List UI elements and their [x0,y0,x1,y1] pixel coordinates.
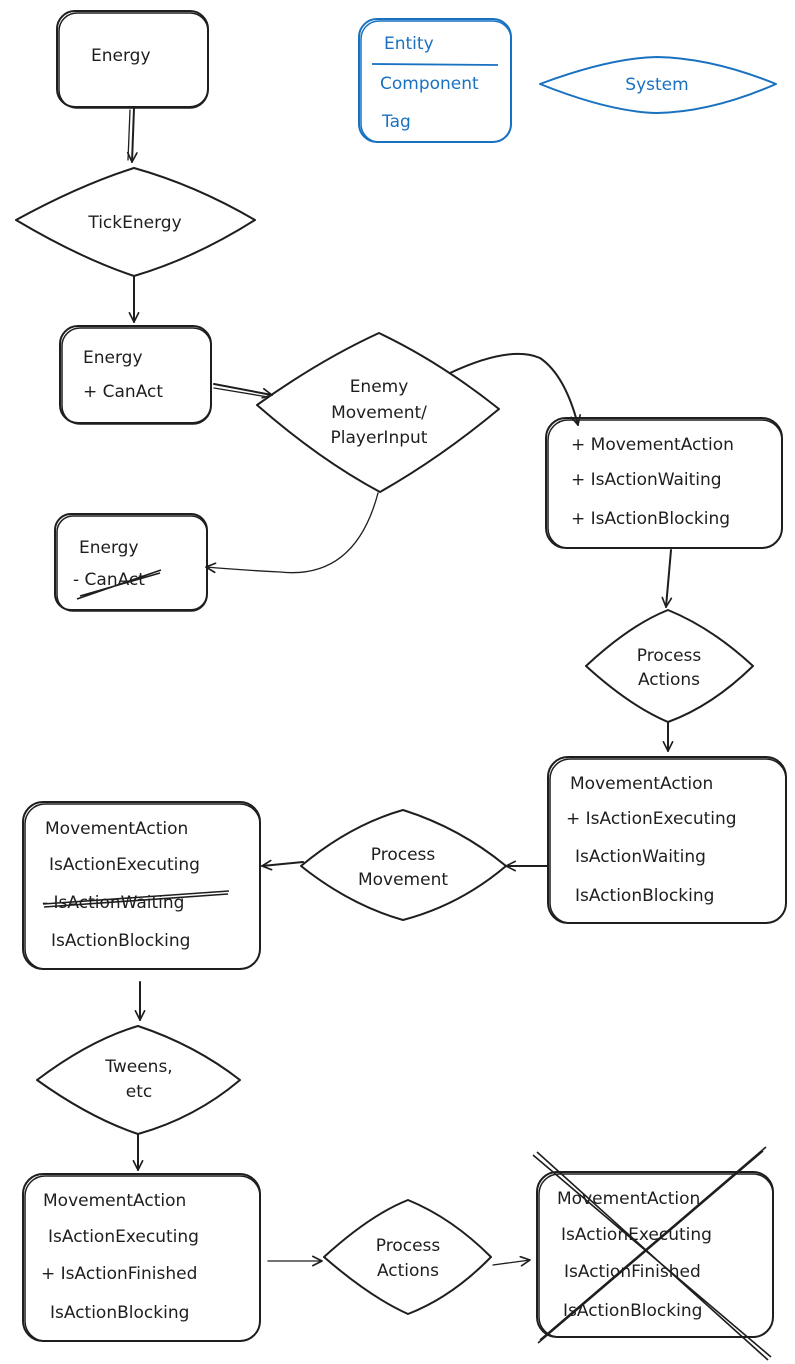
finished-added-line4: IsActionBlocking [50,1303,189,1323]
executing-added-line4: IsActionBlocking [575,886,714,906]
tweens-line2: etc [126,1082,152,1102]
entity-action-finished-added: MovementAction IsActionExecuting + IsAct… [22,1173,261,1342]
executing-added-line3: IsActionWaiting [575,847,706,867]
system-tick-energy: TickEnergy [15,167,256,277]
arrow-process-to-destroyed [492,1255,531,1267]
destroyed-line4: IsActionBlocking [563,1301,702,1321]
legend-tag-label: Tag [381,112,411,132]
entity-movement-action-added: + MovementAction + IsActionWaiting + IsA… [545,417,783,549]
system-tweens: Tweens, etc [36,1025,241,1135]
enemy-movement-line3: PlayerInput [331,428,428,448]
entity-energy-start: Energy [56,10,209,109]
arrow-energy-to-tick [126,107,138,163]
entity-destroyed: MovementAction IsActionExecuting IsActio… [532,1146,774,1361]
waiting-removed-line1: MovementAction [45,819,188,839]
enemy-movement-line2: Movement/ [331,403,427,423]
arrow-canact-to-enemy [213,383,273,399]
finished-added-line3: + IsActionFinished [41,1264,197,1284]
destroyed-line1: MovementAction [557,1189,700,1209]
entity-action-executing-added: MovementAction + IsActionExecuting IsAct… [547,756,787,924]
system-process-movement: Process Movement [300,809,507,921]
energy-removed-line1: Energy [79,538,139,558]
entity-action-waiting-removed: MovementAction IsActionExecuting - IsAct… [22,801,261,970]
finished-added-line1: MovementAction [43,1191,186,1211]
system-process-actions-1: Process Actions [585,609,754,723]
legend-component-label: Component [380,74,479,94]
legend-system-diamond: System [539,56,777,114]
legend: Entity Component Tag System [358,18,777,143]
arrow-enemy-to-canact-removed [205,492,379,574]
energy-start-line1: Energy [91,46,151,66]
waiting-strikethrough [42,890,230,908]
movement-added-line2: + IsActionWaiting [571,470,722,490]
process-actions-2-line2: Actions [377,1261,439,1281]
waiting-removed-line3: - IsActionWaiting [42,893,184,913]
movement-added-line1: + MovementAction [571,435,734,455]
process-actions-2-line1: Process [376,1236,441,1256]
destroyed-cross [532,1146,772,1361]
process-movement-line2: Movement [358,870,448,890]
entity-energy-canact: Energy + CanAct [59,325,212,425]
process-movement-line1: Process [371,845,436,865]
tweens-line1: Tweens, [104,1057,172,1077]
system-process-actions-2: Process Actions [323,1199,492,1315]
process-actions-1-line2: Actions [638,670,700,690]
entity-energy-canact-removed: Energy - CanAct [54,513,208,612]
arrows [126,107,674,1267]
energy-canact-line2: + CanAct [83,382,163,402]
waiting-removed-line2: IsActionExecuting [49,855,200,875]
destroyed-line2: IsActionExecuting [561,1225,712,1245]
canact-strikethrough [76,569,162,600]
arrow-enemy-to-movement [449,352,581,426]
legend-system-label: System [625,75,688,95]
finished-added-line2: IsActionExecuting [48,1227,199,1247]
arrow-process-movement-to-waiting-removed [261,859,304,871]
system-enemy-movement-player-input: Enemy Movement/ PlayerInput [256,332,500,493]
process-actions-1-line1: Process [637,646,702,666]
tick-energy-label: TickEnergy [87,213,181,233]
energy-canact-line1: Energy [83,348,143,368]
executing-added-line1: MovementAction [570,774,713,794]
destroyed-line3: IsActionFinished [564,1262,701,1282]
waiting-removed-line4: IsActionBlocking [51,931,190,951]
executing-added-line2: + IsActionExecuting [566,809,737,829]
arrow-movement-to-process [661,549,673,608]
legend-entity-label: Entity [384,34,434,54]
movement-added-line3: + IsActionBlocking [571,509,730,529]
legend-entity-box: Entity Component Tag [358,18,512,143]
energy-removed-line2: - CanAct [73,570,145,590]
enemy-movement-line1: Enemy [350,377,409,397]
